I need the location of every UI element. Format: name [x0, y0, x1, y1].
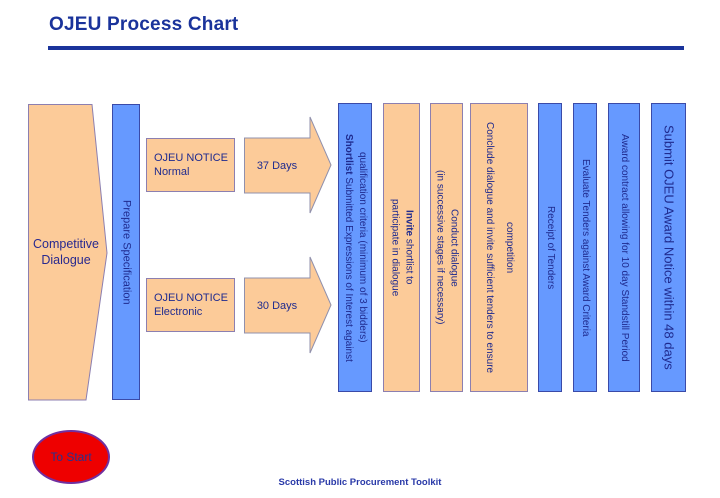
footer-text: Scottish Public Procurement Toolkit: [278, 477, 442, 488]
prepare-specification-bar: Prepare Specification: [112, 104, 140, 400]
bar-shortlist: Shortlist Submitted Expressions of Inter…: [338, 103, 372, 392]
notice-electronic-line1: OJEU NOTICE: [154, 291, 228, 304]
bar-evaluate-label: Evaluate Tenders against Award Criteria: [580, 158, 591, 337]
competitive-dialogue-label: Competitive Dialogue: [33, 236, 99, 267]
bar-receipt-label: Receipt of Tenders: [545, 205, 556, 290]
bar-invite-line2: participate in dialogue: [389, 198, 401, 297]
notice-normal-line2: Normal: [154, 166, 190, 178]
notice-normal-line1: OJEU NOTICE: [154, 151, 228, 164]
bar-conclude-dialogue: Conclude dialogue and invite sufficient …: [470, 103, 528, 392]
right-arrow-icon: [244, 116, 332, 214]
pentagon-icon: [28, 104, 108, 401]
bar-conclude-line2: competition: [504, 221, 515, 274]
bar-receipt-of-tenders: Receipt of Tenders: [538, 103, 562, 392]
bar-shortlist-line1: Shortlist Submitted Expressions of Inter…: [343, 133, 354, 362]
bar-submit-label: Submit OJEU Award Notice within 48 days: [661, 125, 677, 370]
arrow-37-days: 37 Days: [244, 115, 332, 215]
title-underline: [48, 46, 684, 50]
to-start-label: To Start: [50, 450, 92, 464]
arrow-37-days-label: 37 Days: [256, 159, 298, 172]
ojeu-notice-electronic-box: OJEU NOTICE Electronic: [146, 278, 235, 332]
to-start-button[interactable]: To Start: [32, 430, 110, 484]
competitive-dialogue-shape: [28, 104, 108, 401]
bar-invite: participate in dialogue Invite shortlist…: [383, 103, 420, 392]
arrow-30-days: 30 Days: [244, 255, 332, 355]
bar-conduct-line1: Conduct dialogue: [448, 208, 460, 287]
bar-invite-line1: Invite shortlist to: [403, 210, 415, 285]
bar-conclude-line1: Conclude dialogue and invite sufficient …: [484, 121, 495, 374]
arrow-30-days-label: 30 Days: [256, 299, 298, 312]
bar-submit-award-notice: Submit OJEU Award Notice within 48 days: [651, 103, 686, 392]
bar-award-label: Award contract allowing for 10 day Stand…: [619, 133, 630, 362]
bar-evaluate-tenders: Evaluate Tenders against Award Criteria: [573, 103, 597, 392]
bar-award-contract: Award contract allowing for 10 day Stand…: [608, 103, 640, 392]
prepare-specification-label: Prepare Specification: [120, 199, 133, 305]
bar-conduct-dialogue: (in successive stages if necessary) Cond…: [430, 103, 463, 392]
ojeu-notice-normal-box: OJEU NOTICE Normal: [146, 138, 235, 192]
right-arrow-icon: [244, 256, 332, 354]
bar-shortlist-line2: qualification criteria (minimum of 3 bid…: [357, 152, 368, 343]
notice-electronic-line2: Electronic: [154, 306, 203, 318]
bar-conduct-line2: (in successive stages if necessary): [434, 170, 446, 325]
page-title: OJEU Process Chart: [49, 14, 239, 35]
